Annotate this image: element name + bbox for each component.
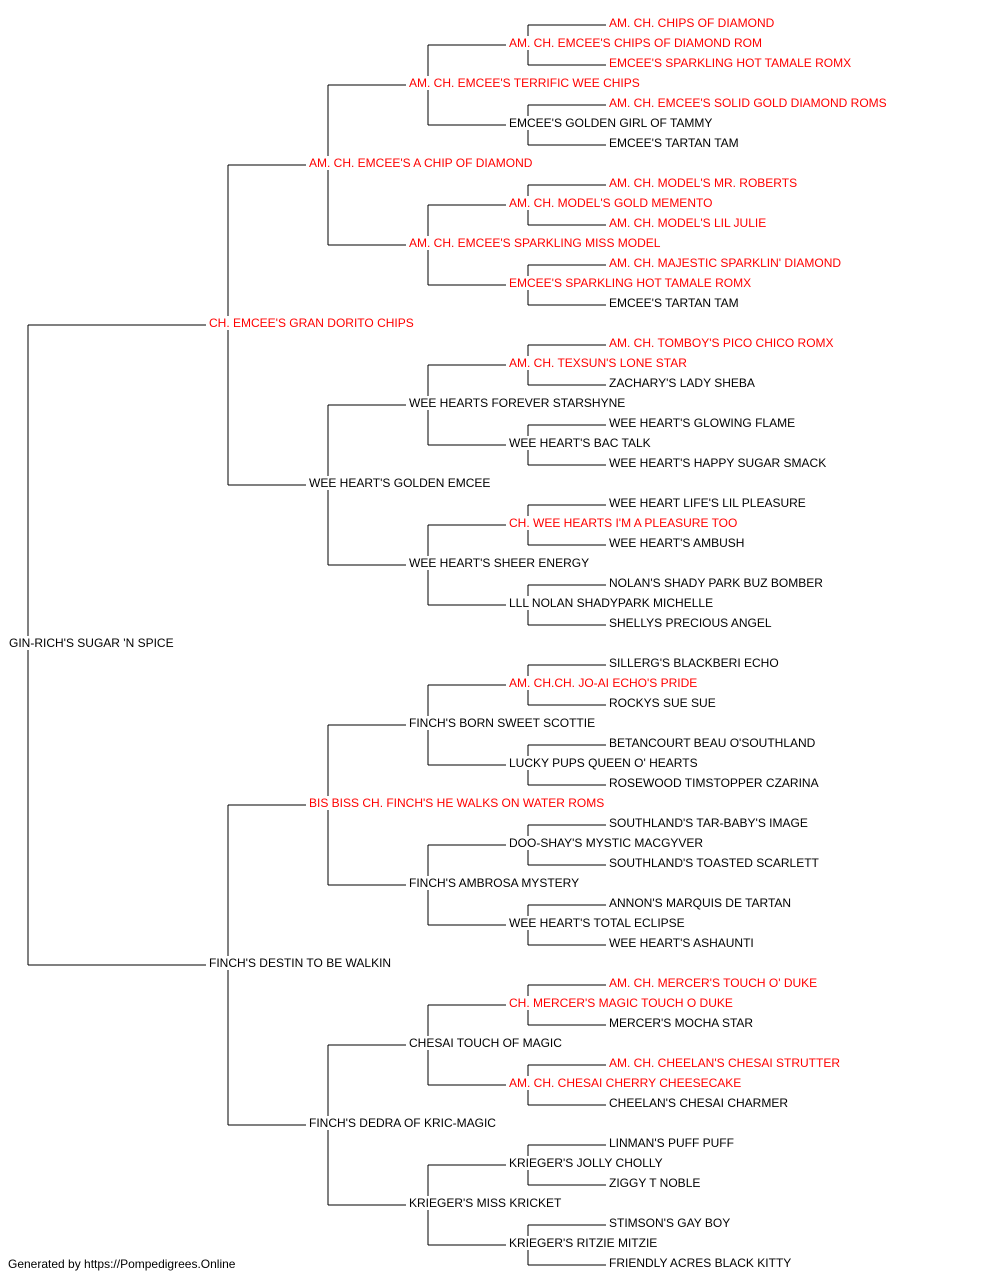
pedigree-gen3-node[interactable]: FINCH'S AMBROSA MYSTERY — [408, 876, 581, 890]
pedigree-gen4-node[interactable]: AM. CH.CH. JO-AI ECHO'S PRIDE — [508, 676, 699, 690]
pedigree-gen5-node[interactable]: WEE HEART'S HAPPY SUGAR SMACK — [608, 456, 828, 470]
pedigree-gen2-node[interactable]: WEE HEART'S GOLDEN EMCEE — [308, 476, 492, 490]
pedigree-gen2-node[interactable]: FINCH'S DEDRA OF KRIC-MAGIC — [308, 1116, 497, 1130]
pedigree-gen5-node[interactable]: AM. CH. CHEELAN'S CHESAI STRUTTER — [608, 1056, 841, 1070]
pedigree-gen4-node[interactable]: KRIEGER'S JOLLY CHOLLY — [508, 1156, 664, 1170]
pedigree-gen4-node[interactable]: EMCEE'S SPARKLING HOT TAMALE ROMX — [508, 276, 753, 290]
pedigree-gen5-node[interactable]: EMCEE'S TARTAN TAM — [608, 136, 740, 150]
pedigree-gen5-node[interactable]: ANNON'S MARQUIS DE TARTAN — [608, 896, 793, 910]
pedigree-gen5-node[interactable]: AM. CH. TOMBOY'S PICO CHICO ROMX — [608, 336, 835, 350]
pedigree-gen3-node[interactable]: CHESAI TOUCH OF MAGIC — [408, 1036, 563, 1050]
pedigree-gen5-node[interactable]: WEE HEART'S ASHAUNTI — [608, 936, 755, 950]
pedigree-gen5-node[interactable]: SILLERG'S BLACKBERI ECHO — [608, 656, 780, 670]
pedigree-gen5-node[interactable]: AM. CH. MAJESTIC SPARKLIN' DIAMOND — [608, 256, 843, 270]
footer-credit: Generated by https://Pompedigrees.Online — [8, 1257, 236, 1271]
pedigree-gen1-node[interactable]: FINCH'S DESTIN TO BE WALKIN — [208, 956, 393, 970]
pedigree-gen5-node[interactable]: ROSEWOOD TIMSTOPPER CZARINA — [608, 776, 820, 790]
pedigree-gen0-node[interactable]: GIN-RICH'S SUGAR 'N SPICE — [8, 636, 175, 650]
pedigree-gen5-node[interactable]: NOLAN'S SHADY PARK BUZ BOMBER — [608, 576, 824, 590]
pedigree-gen4-node[interactable]: AM. CH. MODEL'S GOLD MEMENTO — [508, 196, 714, 210]
pedigree-gen4-node[interactable]: LUCKY PUPS QUEEN O' HEARTS — [508, 756, 699, 770]
pedigree-gen5-node[interactable]: AM. CH. EMCEE'S SOLID GOLD DIAMOND ROMS — [608, 96, 888, 110]
pedigree-gen5-node[interactable]: FRIENDLY ACRES BLACK KITTY — [608, 1256, 793, 1270]
pedigree-gen5-node[interactable]: AM. CH. MERCER'S TOUCH O' DUKE — [608, 976, 819, 990]
pedigree-gen3-node[interactable]: FINCH'S BORN SWEET SCOTTIE — [408, 716, 597, 730]
pedigree-gen5-node[interactable]: AM. CH. MODEL'S MR. ROBERTS — [608, 176, 799, 190]
pedigree-gen5-node[interactable]: CHEELAN'S CHESAI CHARMER — [608, 1096, 789, 1110]
pedigree-gen2-node[interactable]: AM. CH. EMCEE'S A CHIP OF DIAMOND — [308, 156, 534, 170]
pedigree-gen4-node[interactable]: EMCEE'S GOLDEN GIRL OF TAMMY — [508, 116, 714, 130]
pedigree-gen4-node[interactable]: LLL NOLAN SHADYPARK MICHELLE — [508, 596, 715, 610]
pedigree-gen3-node[interactable]: WEE HEART'S SHEER ENERGY — [408, 556, 591, 570]
pedigree-gen5-node[interactable]: WEE HEART'S GLOWING FLAME — [608, 416, 797, 430]
pedigree-gen5-node[interactable]: WEE HEART LIFE'S LIL PLEASURE — [608, 496, 807, 510]
pedigree-gen5-node[interactable]: SHELLYS PRECIOUS ANGEL — [608, 616, 773, 630]
pedigree-gen1-node[interactable]: CH. EMCEE'S GRAN DORITO CHIPS — [208, 316, 415, 330]
pedigree-gen2-node[interactable]: BIS BISS CH. FINCH'S HE WALKS ON WATER R… — [308, 796, 606, 810]
pedigree-gen5-node[interactable]: BETANCOURT BEAU O'SOUTHLAND — [608, 736, 817, 750]
pedigree-gen4-node[interactable]: CH. WEE HEARTS I'M A PLEASURE TOO — [508, 516, 739, 530]
pedigree-gen3-node[interactable]: AM. CH. EMCEE'S TERRIFIC WEE CHIPS — [408, 76, 641, 90]
pedigree-gen5-node[interactable]: ZACHARY'S LADY SHEBA — [608, 376, 756, 390]
pedigree-gen5-node[interactable]: ROCKYS SUE SUE — [608, 696, 717, 710]
pedigree-gen4-node[interactable]: AM. CH. TEXSUN'S LONE STAR — [508, 356, 688, 370]
pedigree-gen5-node[interactable]: MERCER'S MOCHA STAR — [608, 1016, 755, 1030]
pedigree-gen4-node[interactable]: DOO-SHAY'S MYSTIC MACGYVER — [508, 836, 705, 850]
pedigree-gen5-node[interactable]: SOUTHLAND'S TOASTED SCARLETT — [608, 856, 820, 870]
pedigree-gen3-node[interactable]: KRIEGER'S MISS KRICKET — [408, 1196, 563, 1210]
pedigree-gen5-node[interactable]: ZIGGY T NOBLE — [608, 1176, 702, 1190]
pedigree-gen5-node[interactable]: AM. CH. CHIPS OF DIAMOND — [608, 16, 776, 30]
pedigree-gen4-node[interactable]: WEE HEART'S BAC TALK — [508, 436, 652, 450]
pedigree-gen5-node[interactable]: EMCEE'S TARTAN TAM — [608, 296, 740, 310]
pedigree-gen3-node[interactable]: AM. CH. EMCEE'S SPARKLING MISS MODEL — [408, 236, 662, 250]
pedigree-gen5-node[interactable]: EMCEE'S SPARKLING HOT TAMALE ROMX — [608, 56, 853, 70]
pedigree-gen4-node[interactable]: WEE HEART'S TOTAL ECLIPSE — [508, 916, 686, 930]
pedigree-gen4-node[interactable]: AM. CH. EMCEE'S CHIPS OF DIAMOND ROM — [508, 36, 763, 50]
pedigree-gen4-node[interactable]: KRIEGER'S RITZIE MITZIE — [508, 1236, 659, 1250]
pedigree-gen5-node[interactable]: STIMSON'S GAY BOY — [608, 1216, 732, 1230]
pedigree-gen5-node[interactable]: LINMAN'S PUFF PUFF — [608, 1136, 735, 1150]
pedigree-gen5-node[interactable]: AM. CH. MODEL'S LIL JULIE — [608, 216, 768, 230]
pedigree-gen5-node[interactable]: WEE HEART'S AMBUSH — [608, 536, 746, 550]
pedigree-gen3-node[interactable]: WEE HEARTS FOREVER STARSHYNE — [408, 396, 627, 410]
pedigree-gen5-node[interactable]: SOUTHLAND'S TAR-BABY'S IMAGE — [608, 816, 809, 830]
pedigree-gen4-node[interactable]: AM. CH. CHESAI CHERRY CHEESECAKE — [508, 1076, 743, 1090]
pedigree-gen4-node[interactable]: CH. MERCER'S MAGIC TOUCH O DUKE — [508, 996, 734, 1010]
